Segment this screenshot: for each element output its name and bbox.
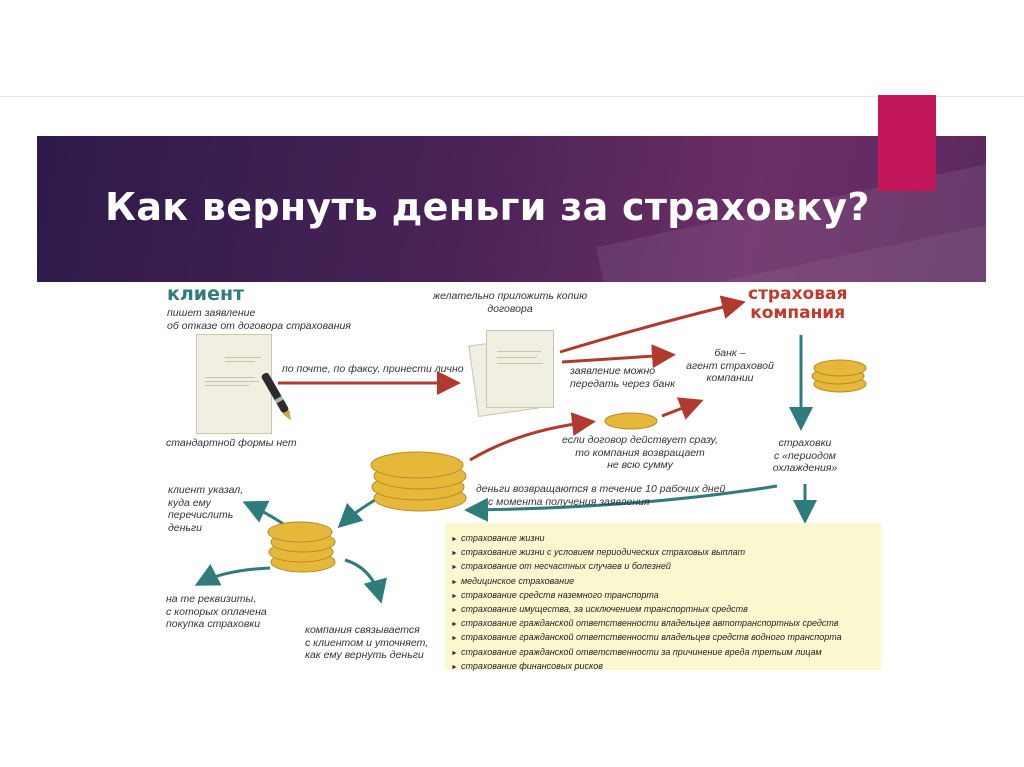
insurance-company-label: страховая компания (748, 285, 847, 323)
coin-stack-icon (268, 522, 335, 572)
company-contacts-text: компания связывается с клиентом и уточня… (305, 624, 428, 662)
via-bank-text: заявление можно передать через банк (570, 365, 675, 390)
send-method-text: по почте, по факсу, принести лично (282, 363, 464, 376)
list-item: ►страхование финансовых рисков (451, 660, 881, 674)
list-item: ►страхование гражданской ответственности… (451, 617, 881, 631)
no-standard-form-text: стандартной формы нет (166, 437, 297, 450)
client-writes-text: пишет заявление об отказе от договора ст… (167, 307, 351, 332)
list-item: ►страхование средств наземного транспорт… (451, 589, 881, 603)
list-item: ►страхование жизни с условием периодичес… (451, 546, 881, 560)
same-details-text: на те реквизиты, с которых оплачена поку… (166, 593, 267, 631)
insurance-types-list: ►страхование жизни ►страхование жизни с … (445, 523, 881, 670)
list-item: ►страхование гражданской ответственности… (451, 631, 881, 645)
partial-refund-text: если договор действует сразу, то компани… (555, 434, 725, 472)
list-item: ►страхование жизни (451, 532, 881, 546)
coin-stack-icon (605, 413, 657, 429)
client-specified-text: клиент указал, куда ему перечислить день… (168, 484, 243, 534)
bank-agent-text: банк – агент страховой компании (675, 347, 785, 385)
attach-contract-text: желательно приложить копию договора (430, 290, 590, 315)
refund-time-text: деньги возвращаются в течение 10 рабочих… (476, 483, 725, 508)
list-item: ►страхование имущества, за исключением т… (451, 603, 881, 617)
coin-stack-icon (812, 360, 866, 392)
list-item: ►страхование гражданской ответственности… (451, 646, 881, 660)
list-item: ►медицинское страхование (451, 575, 881, 589)
client-label: клиент (167, 283, 244, 305)
cooling-period-text: страховки с «периодом охлаждения» (760, 437, 850, 475)
coin-stack-icon (371, 452, 466, 511)
list-item: ►страхование от несчастных случаев и бол… (451, 560, 881, 574)
